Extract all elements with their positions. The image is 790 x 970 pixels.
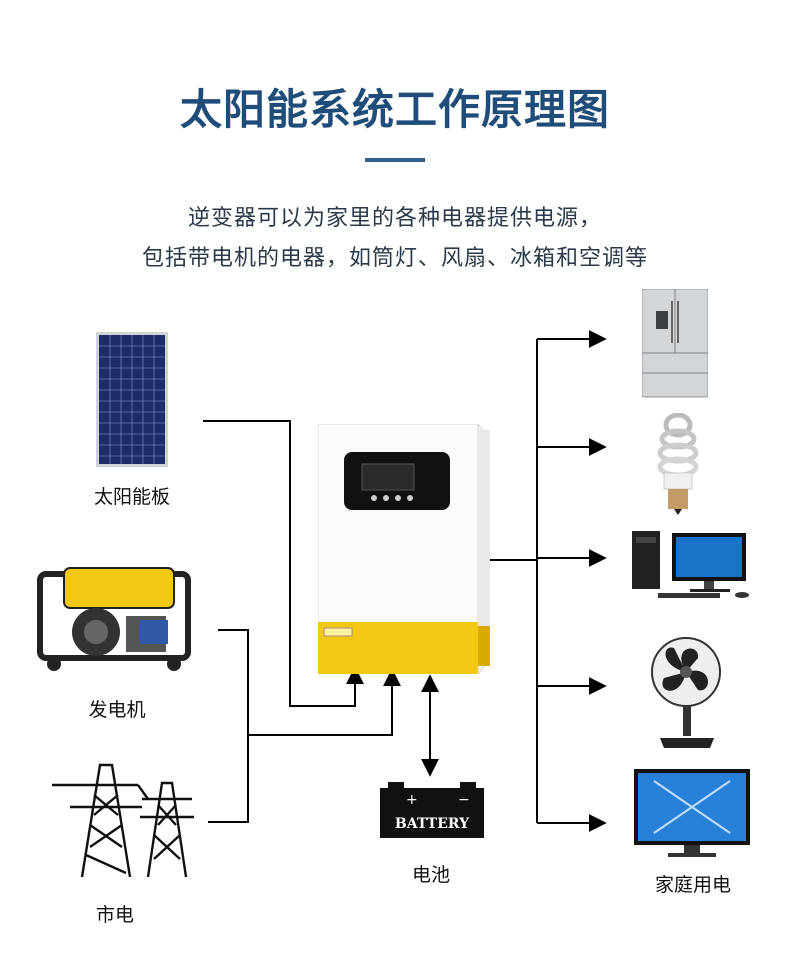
solar-wire [203, 420, 364, 707]
svg-text:+: + [406, 792, 418, 808]
solar-panel-icon [96, 332, 168, 467]
subtitle-line-2: 包括带电机的电器，如筒灯、风扇、冰箱和空调等 [141, 246, 648, 271]
subtitle-line-1: 逆变器可以为家里的各种电器提供电源， [187, 206, 602, 231]
generator-label: 发电机 [88, 699, 146, 721]
battery-label: 电池 [411, 864, 450, 886]
inverter-icon [318, 424, 490, 674]
grid-label: 市电 [95, 904, 134, 926]
generator-wire [208, 629, 249, 823]
light-bulb-icon [657, 413, 699, 515]
battery-text: BATTERY [395, 816, 470, 832]
svg-text:−: − [458, 792, 470, 808]
fan-icon [651, 637, 721, 748]
power-tower-icon [52, 763, 194, 878]
computer-icon [632, 531, 749, 598]
fridge-icon [642, 289, 708, 398]
household-load-label: 家庭用电 [654, 874, 731, 896]
battery-icon: + − BATTERY [380, 782, 484, 838]
ac-input-wire [248, 668, 401, 736]
title-underline [365, 158, 425, 162]
solar-panel-label: 太阳能板 [93, 486, 170, 508]
tv-icon [634, 769, 750, 857]
generator-icon [37, 567, 191, 671]
page-title: 太阳能系统工作原理图 [179, 85, 610, 134]
